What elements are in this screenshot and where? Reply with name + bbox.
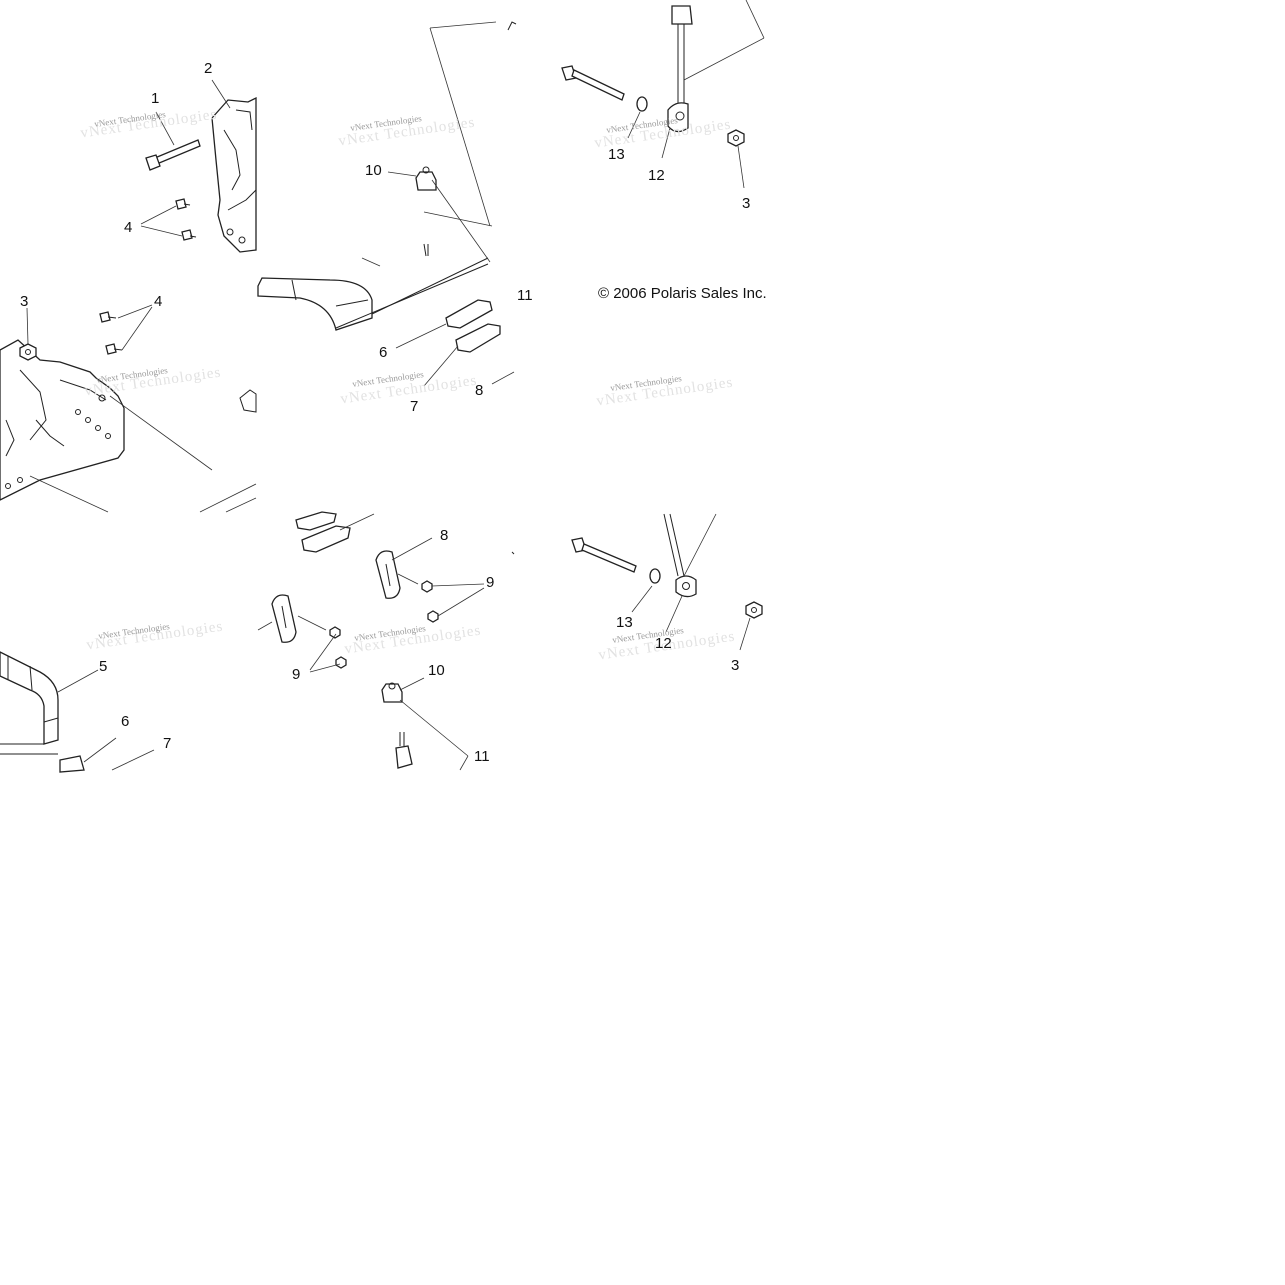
nut-3-top-right (727, 129, 745, 147)
callout-9: 9 (292, 666, 301, 683)
bushing-10-bottom (381, 682, 403, 703)
copyright-notice: © 2006 Polaris Sales Inc. (598, 285, 767, 302)
callout-13: 13 (616, 614, 633, 631)
bolts-4-top (175, 198, 197, 241)
stabilizer-bar-top (257, 243, 489, 331)
washer-13-top (636, 96, 648, 112)
callout-4: 4 (154, 293, 163, 310)
callout-3: 3 (20, 293, 29, 310)
callout-3: 3 (742, 195, 751, 212)
nuts-9 (329, 580, 439, 669)
bushing-10-top (415, 166, 437, 191)
callout-5: 5 (99, 658, 108, 675)
bolt-bottom-right (571, 537, 637, 573)
washer-13-bottom (649, 568, 661, 584)
callout-12: 12 (655, 635, 672, 652)
callout-9: 9 (486, 574, 495, 591)
callout-8: 8 (440, 527, 449, 544)
callout-8: 8 (475, 382, 484, 399)
bolt-top-right (561, 65, 625, 101)
callout-6: 6 (121, 713, 130, 730)
swingarm-frame (0, 339, 125, 501)
callout-6: 6 (379, 344, 388, 361)
callout-3: 3 (731, 657, 740, 674)
link-rod-bottom (663, 513, 697, 598)
clamp-6-top (445, 299, 493, 329)
nut-3-bottom-right (745, 601, 763, 619)
nut-3-left (19, 343, 37, 361)
callout-13: 13 (608, 146, 625, 163)
callout-7: 7 (410, 398, 419, 415)
bracket-assembly-top (211, 96, 257, 253)
callout-10: 10 (428, 662, 445, 679)
callout-4: 4 (124, 219, 133, 236)
callout-11: 11 (517, 287, 533, 304)
clamp-7-top (455, 323, 501, 353)
link-rod-top (667, 5, 693, 133)
callout-12: 12 (648, 167, 665, 184)
link-end-bottom (395, 732, 413, 769)
callout-11: 11 (474, 748, 490, 765)
stabilizer-bar-bottom (0, 651, 85, 773)
clamp-pair-bottom (295, 511, 351, 553)
plate-8-bottom-left (271, 594, 297, 643)
bolts-4-mid (99, 311, 123, 355)
plate-8-bottom-right (375, 550, 401, 599)
callout-1: 1 (151, 90, 160, 107)
bolt-long-1 (145, 139, 201, 171)
callout-2: 2 (204, 60, 213, 77)
callout-10: 10 (365, 162, 382, 179)
callout-7: 7 (163, 735, 172, 752)
